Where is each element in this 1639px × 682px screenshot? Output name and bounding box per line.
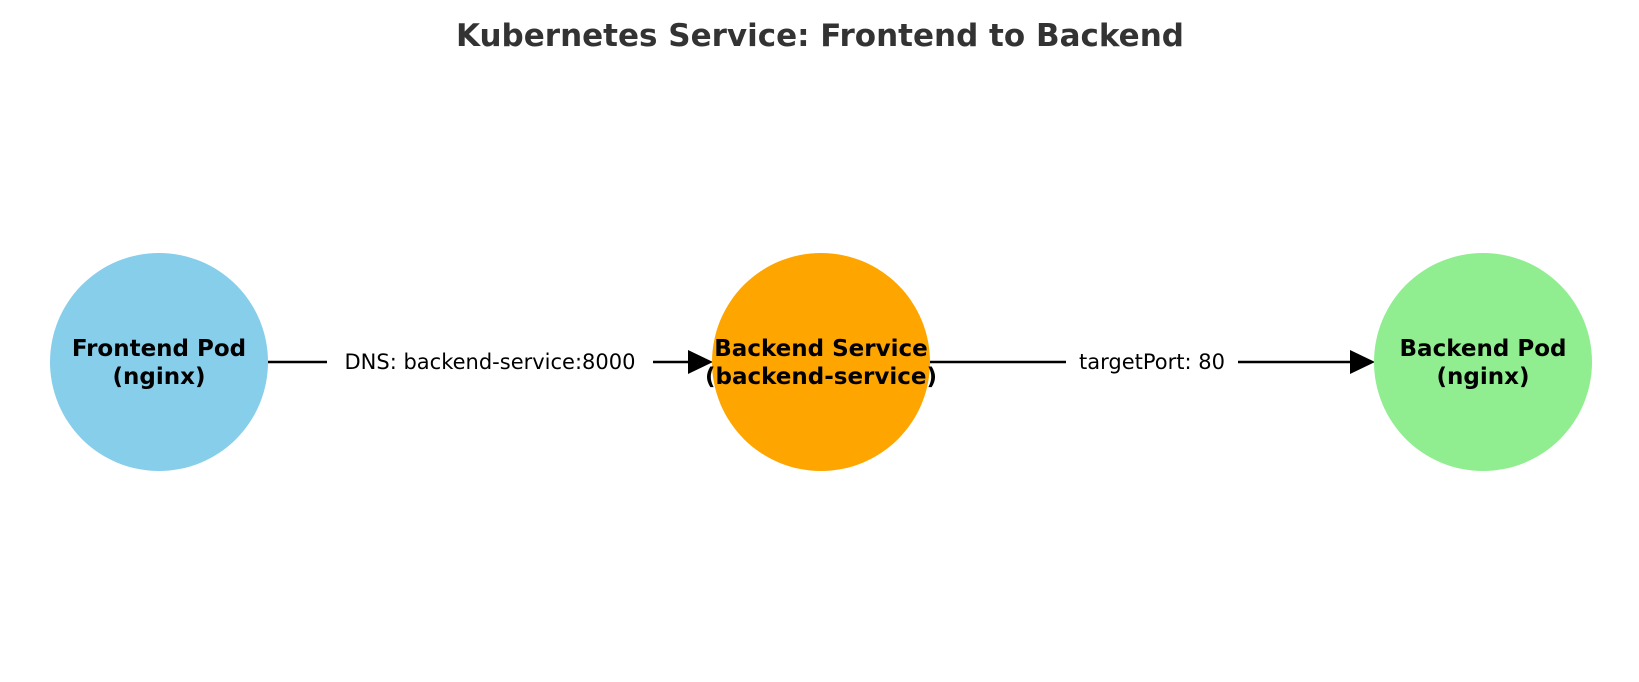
node-label-frontend-pod-image: (nginx) [113,364,206,390]
node-circle-backend-service [712,253,930,471]
diagram-title: Kubernetes Service: Frontend to Backend [456,18,1184,54]
edge-label-dns: DNS: backend-service:8000 [345,350,636,374]
node-frontend-pod: Frontend Pod (nginx) [50,253,268,471]
node-label-backend-pod-image: (nginx) [1437,364,1530,390]
edge-frontend-to-service: DNS: backend-service:8000 [268,350,713,374]
edge-service-to-backend-pod: targetPort: 80 [929,350,1375,374]
node-backend-pod: Backend Pod (nginx) [1374,253,1592,471]
node-label-backend-pod-name: Backend Pod [1400,336,1567,362]
node-label-backend-service-name: Backend Service [714,336,927,362]
node-label-frontend-pod-name: Frontend Pod [72,336,246,362]
node-circle-frontend-pod [50,253,268,471]
node-label-backend-service-id: (backend-service) [705,364,937,390]
node-circle-backend-pod [1374,253,1592,471]
edge-label-target-port: targetPort: 80 [1079,350,1225,374]
arrowhead-icon [1350,350,1375,374]
arrowhead-icon [688,350,713,374]
node-backend-service: Backend Service (backend-service) [705,253,937,471]
